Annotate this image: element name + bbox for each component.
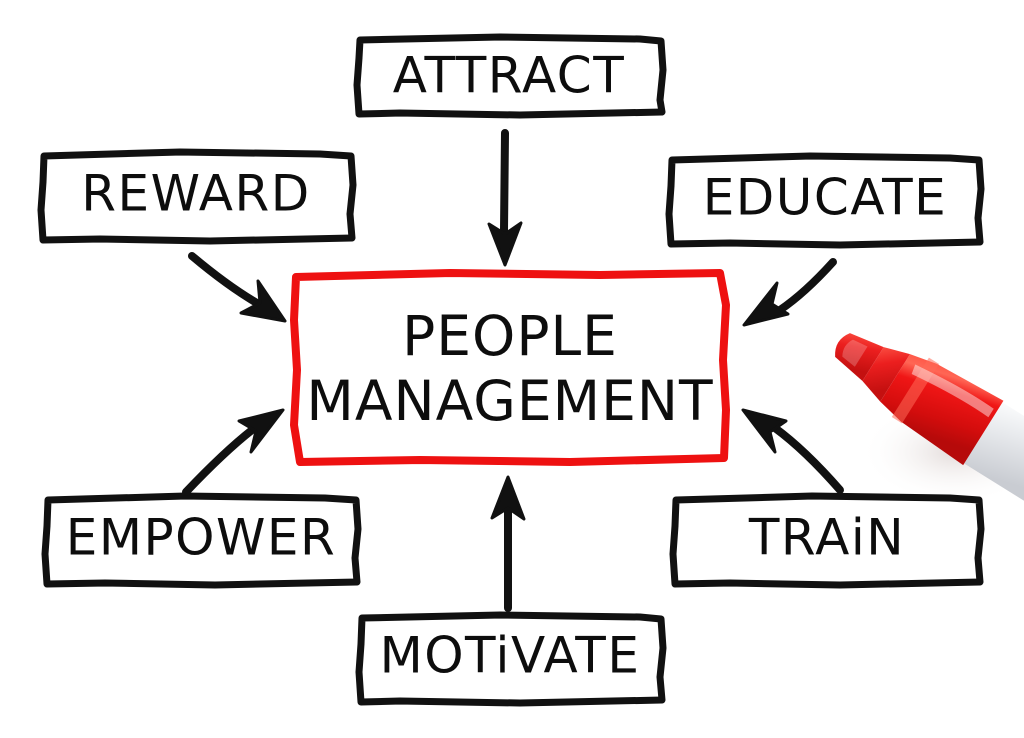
marker-nib-highlight xyxy=(842,339,868,367)
arrow-motivate-to-center xyxy=(490,475,526,612)
arrow-reward-to-center xyxy=(188,252,287,323)
arrow-train-to-center xyxy=(741,408,844,494)
node-reward[interactable]: REWARD xyxy=(37,148,357,245)
node-attract[interactable]: ATTRACT xyxy=(353,33,667,119)
marker-highlight xyxy=(911,364,994,418)
marker-body xyxy=(964,402,1024,506)
node-people-management[interactable]: PEOPLE MANAGEMENT xyxy=(290,269,730,466)
arrow-empower-to-center xyxy=(182,408,285,496)
node-educate[interactable]: EDUCATE xyxy=(665,152,985,249)
arrow-educate-to-center xyxy=(742,258,837,327)
node-attract-box xyxy=(353,33,667,119)
node-educate-label: EDUCATE xyxy=(703,169,948,227)
node-reward-box xyxy=(37,148,357,245)
node-motivate-label: MOTiVATE xyxy=(380,627,641,685)
node-motivate-box xyxy=(355,611,667,707)
node-train-label: TRAiN xyxy=(748,509,905,567)
node-train[interactable]: TRAiN xyxy=(669,492,985,589)
marker-shoulder xyxy=(862,347,910,402)
node-motivate[interactable]: MOTiVATE xyxy=(355,611,667,707)
marker-collar xyxy=(891,357,940,424)
marker-nib xyxy=(835,333,884,382)
node-empower[interactable]: EMPOWER xyxy=(41,492,362,589)
center-label-line1: PEOPLE xyxy=(402,304,618,368)
node-educate-box xyxy=(665,152,985,249)
red-marker-pen xyxy=(835,333,1024,506)
node-reward-label: REWARD xyxy=(81,165,310,223)
node-empower-label: EMPOWER xyxy=(66,509,337,567)
marker-barrel xyxy=(880,354,1004,466)
node-empower-box xyxy=(41,492,362,589)
arrow-attract-to-center xyxy=(487,129,523,267)
node-train-box xyxy=(669,492,985,589)
node-attract-label: ATTRACT xyxy=(393,47,626,105)
node-people-management-box xyxy=(290,269,730,466)
center-label-line2: MANAGEMENT xyxy=(306,369,713,433)
